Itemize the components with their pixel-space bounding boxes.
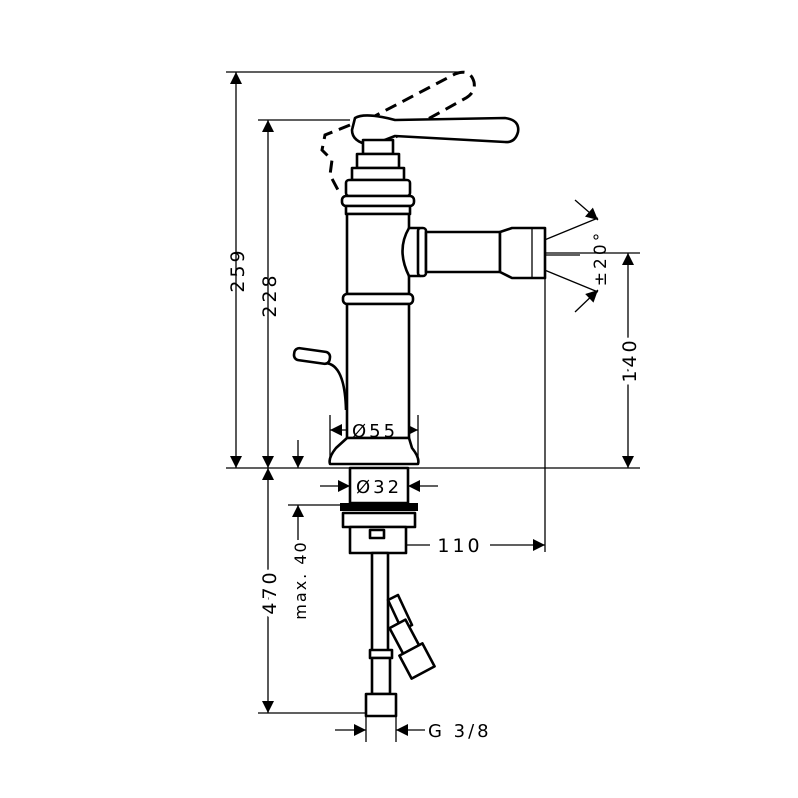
label-body-diameter: Ø55 — [352, 421, 398, 442]
label-swivel: ±20° — [591, 230, 611, 286]
label-110: 110 — [437, 535, 482, 557]
faucet-body — [292, 70, 547, 718]
dimension-lines — [230, 72, 634, 736]
dimension-labels: 259 228 140 ±20° Ø55 Ø32 110 470 max. 40… — [227, 230, 645, 742]
label-shank-diameter: Ø32 — [356, 477, 402, 498]
label-470: 470 — [259, 569, 281, 614]
label-max-40: max. 40 — [291, 540, 310, 619]
label-140: 140 — [619, 337, 641, 382]
label-thread: G 3/8 — [428, 721, 492, 742]
label-228: 228 — [259, 272, 281, 317]
extension-lines — [226, 71, 640, 742]
label-259: 259 — [227, 247, 249, 292]
